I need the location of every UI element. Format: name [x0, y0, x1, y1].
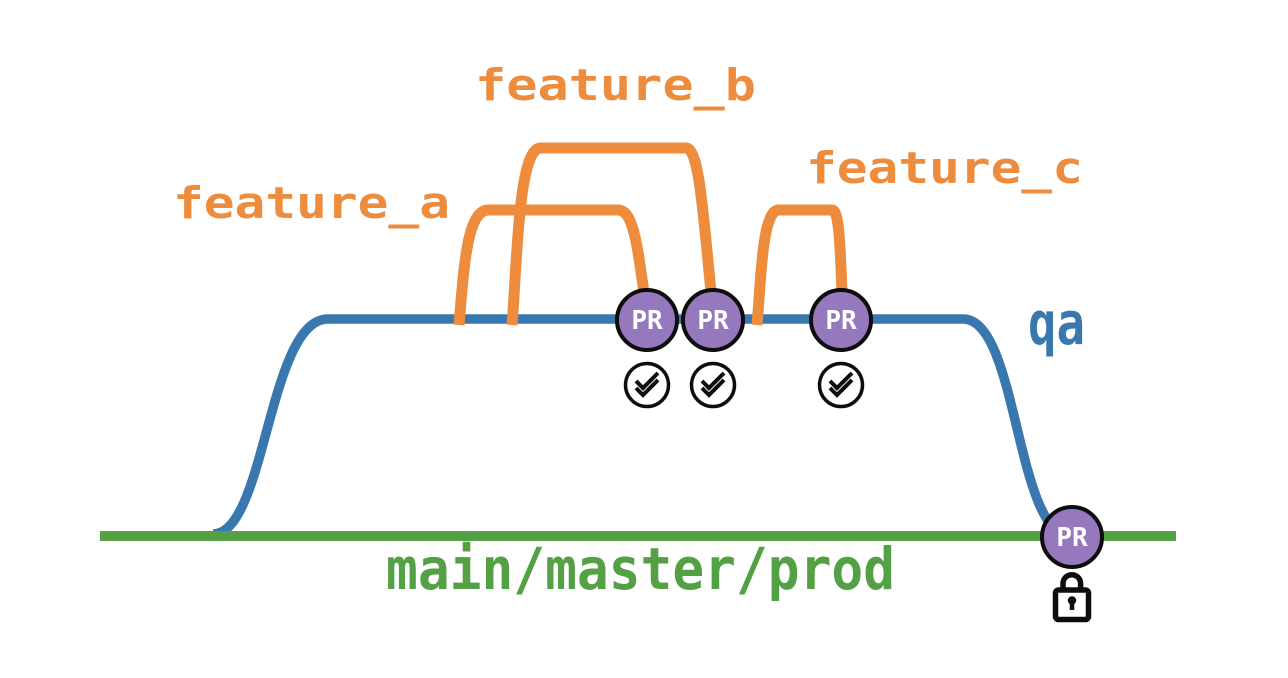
checks-passed-icon — [689, 361, 737, 409]
feature-a-branch-line — [453, 204, 650, 326]
checks-passed-icon — [623, 361, 671, 409]
pr-node-label: PR — [825, 306, 857, 336]
feature-a-label: feature_a — [173, 178, 450, 229]
pr-node-label: PR — [631, 306, 663, 336]
main-branch-label: main/master/prod — [386, 535, 895, 603]
lock-icon — [1052, 571, 1092, 623]
checks-passed-icon — [817, 361, 865, 409]
check-mark-upper — [634, 371, 660, 391]
pr-node-circle — [681, 288, 745, 352]
lock-shackle — [1060, 571, 1084, 591]
qa-label: qa — [1028, 289, 1085, 359]
pr-node-circle — [809, 288, 873, 352]
feature-c-branch-line — [751, 204, 848, 326]
qa-branch-line — [212, 314, 1072, 542]
pr-node-feature-c: PR — [809, 288, 873, 352]
pr-node-feature-b: PR — [681, 288, 745, 352]
check-mark-lower — [634, 378, 660, 398]
check-mark-lower — [700, 378, 726, 398]
check-mark-lower — [828, 378, 854, 398]
pr-node-circle — [1040, 505, 1104, 569]
feature-b-label: feature_b — [475, 60, 756, 111]
pr-node-circle — [615, 288, 679, 352]
pr-node-qa-to-main: PR — [1040, 505, 1104, 569]
pr-node-feature-a: PR — [615, 288, 679, 352]
check-mark-upper — [700, 371, 726, 391]
pr-node-label: PR — [1056, 523, 1088, 553]
feature-c-label: feature_c — [806, 143, 1083, 194]
feature-b-branch-line — [506, 142, 717, 326]
check-mark-upper — [828, 371, 854, 391]
pr-node-label: PR — [697, 306, 729, 336]
